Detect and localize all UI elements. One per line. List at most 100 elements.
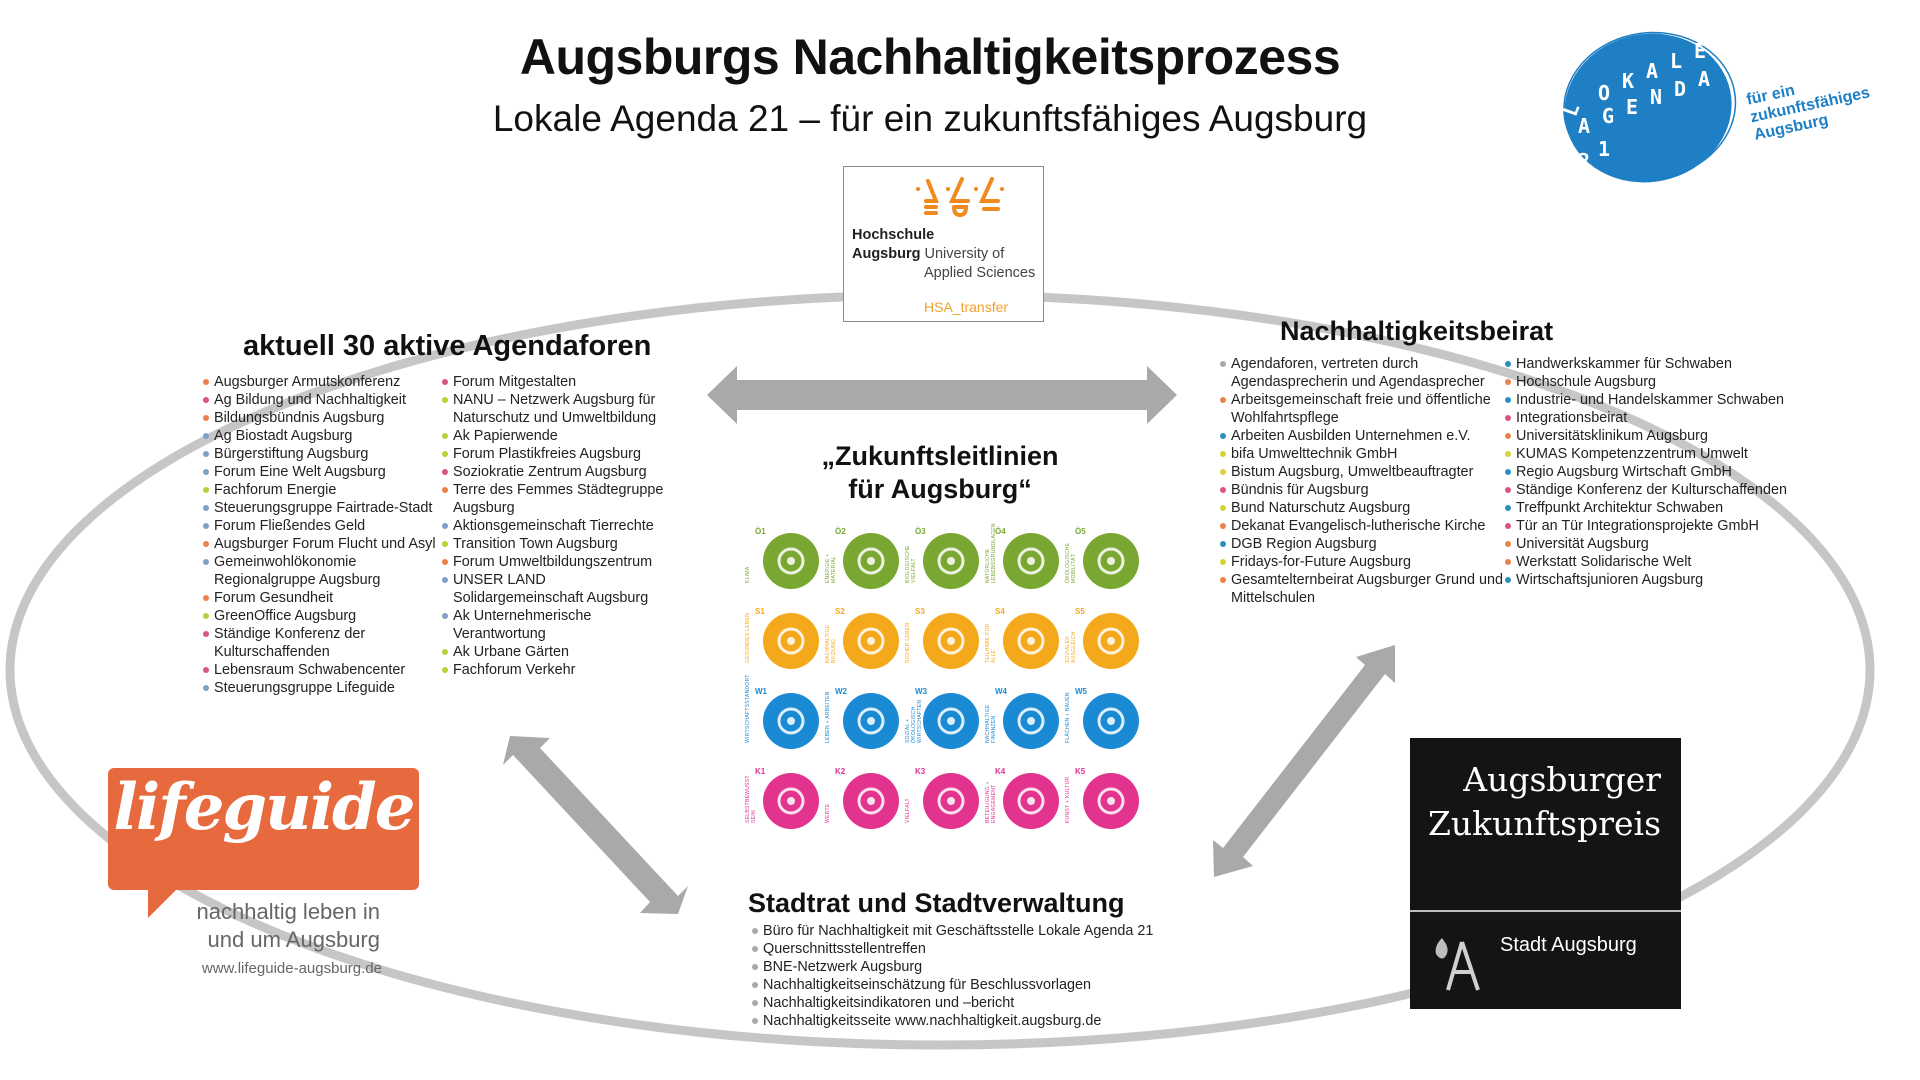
leitlinie-label: KUNST + KULTUR bbox=[1065, 776, 1071, 823]
list-item: Nachhaltigkeitsindikatoren und –bericht bbox=[752, 994, 1182, 1012]
leitlinie-label: BIOLOGISCHE VIELFALT bbox=[905, 545, 917, 583]
list-item: Soziokratie Zentrum Augsburg bbox=[442, 463, 672, 481]
list-item: Bürgerstiftung Augsburg bbox=[203, 445, 443, 463]
bullet-dot-icon bbox=[1220, 487, 1226, 493]
list-item-text: Forum Plastikfreies Augsburg bbox=[453, 446, 641, 462]
list-item-text: Terre des Femmes Städtegruppe Augsburg bbox=[453, 482, 664, 516]
bee-leaf-fish-icon bbox=[923, 533, 979, 589]
list-item: Bündnis für Augsburg bbox=[1220, 481, 1510, 499]
leitlinie-label: BETEILIGUNG + ENGAGEMENT bbox=[985, 781, 997, 823]
bullet-dot-icon bbox=[203, 415, 209, 421]
double-arrow-horizontal-icon bbox=[707, 366, 1177, 424]
list-item: Handwerkskammer für Schwaben bbox=[1505, 355, 1805, 373]
bullet-dot-icon bbox=[442, 469, 448, 475]
list-item: Forum Plastikfreies Augsburg bbox=[442, 445, 672, 463]
water-drop-icon bbox=[1003, 533, 1059, 589]
bullet-dot-icon bbox=[752, 928, 758, 934]
leitlinie-label: KLIMA bbox=[745, 566, 751, 583]
bullet-dot-icon bbox=[1220, 361, 1226, 367]
list-item-text: GreenOffice Augsburg bbox=[214, 608, 357, 624]
list-item-text: Ständige Konferenz der Kulturschaffenden bbox=[1516, 482, 1787, 498]
list-item: Wirtschaftsjunioren Augsburg bbox=[1505, 571, 1805, 589]
list-item-text: Universitätsklinikum Augsburg bbox=[1516, 428, 1708, 444]
bullet-dot-icon bbox=[1505, 361, 1511, 367]
leitlinie-label: SELBSTBEWUSST SEIN bbox=[745, 775, 757, 823]
list-item-text: Gesamtelternbeirat Augsburger Grund und … bbox=[1231, 572, 1503, 606]
bullet-dot-icon bbox=[203, 685, 209, 691]
svg-text:N: N bbox=[1650, 85, 1662, 109]
list-item: Nachhaltigkeitseinschätzung für Beschlus… bbox=[752, 976, 1182, 994]
list-item-text: BNE-Netzwerk Augsburg bbox=[763, 959, 923, 975]
bullet-dot-icon bbox=[752, 1018, 758, 1024]
list-item: NANU – Netzwerk Augsburg für Naturschutz… bbox=[442, 391, 672, 427]
bullet-dot-icon bbox=[752, 1000, 758, 1006]
list-item-text: Werkstatt Solidarische Welt bbox=[1516, 554, 1692, 570]
bullet-dot-icon bbox=[1220, 433, 1226, 439]
list-item-text: Bündnis für Augsburg bbox=[1231, 482, 1369, 498]
double-arrow-diagonal-right-icon bbox=[1213, 645, 1395, 877]
hochschule-line-1: Hochschule bbox=[852, 227, 935, 243]
svg-text:2: 2 bbox=[1578, 149, 1590, 173]
list-item-text: Integrationsbeirat bbox=[1516, 410, 1628, 426]
list-item: Gemeinwohlökonomie Regionalgruppe Augsbu… bbox=[203, 553, 443, 589]
leitlinie-code: Ö5 bbox=[1075, 527, 1086, 536]
list-item-text: Arbeiten Ausbilden Unternehmen e.V. bbox=[1231, 428, 1471, 444]
lifeguide-url[interactable]: www.lifeguide-augsburg.de bbox=[201, 960, 382, 977]
list-item-text: Transition Town Augsburg bbox=[453, 536, 618, 552]
list-item: Bildungsbündnis Augsburg bbox=[203, 409, 443, 427]
list-item: Ständige Konferenz der Kulturschaffenden bbox=[203, 625, 443, 661]
bullet-dot-icon bbox=[203, 397, 209, 403]
page-title: Augsburgs Nachhaltigkeitsprozess bbox=[519, 29, 1341, 85]
list-item-text: NANU – Netzwerk Augsburg für Naturschutz… bbox=[453, 392, 657, 426]
svg-text:O: O bbox=[1598, 81, 1610, 105]
bullet-dot-icon bbox=[203, 559, 209, 565]
list-item: Industrie- und Handelskammer Schwaben bbox=[1505, 391, 1805, 409]
bullet-dot-icon bbox=[1505, 541, 1511, 547]
bullet-dot-icon bbox=[442, 649, 448, 655]
network-icon bbox=[763, 693, 819, 749]
svg-text:E: E bbox=[1694, 39, 1706, 63]
bullet-dot-icon bbox=[1220, 397, 1226, 403]
list-item: Arbeitsgemeinschaft freie und öffentlich… bbox=[1220, 391, 1510, 427]
stadtrat-heading: Stadtrat und Stadtverwaltung bbox=[748, 888, 1125, 918]
list-item-text: DGB Region Augsburg bbox=[1231, 536, 1377, 552]
list-item: Forum Mitgestalten bbox=[442, 373, 672, 391]
leitlinie-code: S1 bbox=[755, 607, 765, 616]
list-item-text: Steuerungsgruppe Lifeguide bbox=[214, 680, 395, 696]
zukunftspreis-line-2: Zukunftspreis bbox=[1427, 804, 1661, 843]
list-item: UNSER LAND Solidargemeinschaft Augsburg bbox=[442, 571, 672, 607]
svg-text:G: G bbox=[1602, 104, 1614, 128]
bullet-dot-icon bbox=[442, 379, 448, 385]
list-item-text: Nachhaltigkeitseinschätzung für Beschlus… bbox=[763, 977, 1091, 993]
list-item-text: Aktionsgemeinschaft Tierrechte bbox=[453, 518, 654, 534]
hochschule-faces-icon bbox=[916, 177, 1004, 218]
list-item: Ständige Konferenz der Kulturschaffenden bbox=[1505, 481, 1805, 499]
list-item-text: Treffpunkt Architektur Schwaben bbox=[1516, 500, 1724, 516]
list-item-text: bifa Umwelttechnik GmbH bbox=[1231, 446, 1398, 462]
bullet-dot-icon bbox=[203, 469, 209, 475]
trees-building-icon bbox=[1083, 693, 1139, 749]
svg-text:A: A bbox=[1646, 59, 1658, 83]
list-item-text: Ak Urbane Gärten bbox=[453, 644, 569, 660]
equality-icon bbox=[1003, 613, 1059, 669]
list-item: DGB Region Augsburg bbox=[1220, 535, 1510, 553]
list-item-text: Bund Naturschutz Augsburg bbox=[1231, 500, 1411, 516]
bullet-dot-icon bbox=[1220, 541, 1226, 547]
list-item: Fachforum Energie bbox=[203, 481, 443, 499]
religious-symbols-icon bbox=[843, 773, 899, 829]
list-item-text: Gemeinwohlökonomie Regionalgruppe Augsbu… bbox=[214, 554, 381, 588]
list-item: Querschnittsstellentreffen bbox=[752, 940, 1182, 958]
lifeguide-bubble-tail bbox=[148, 888, 178, 918]
list-item: Agendaforen, vertreten durch Agendasprec… bbox=[1220, 355, 1510, 391]
list-item-text: Handwerkskammer für Schwaben bbox=[1516, 356, 1732, 372]
cart-globe-icon bbox=[923, 693, 979, 749]
